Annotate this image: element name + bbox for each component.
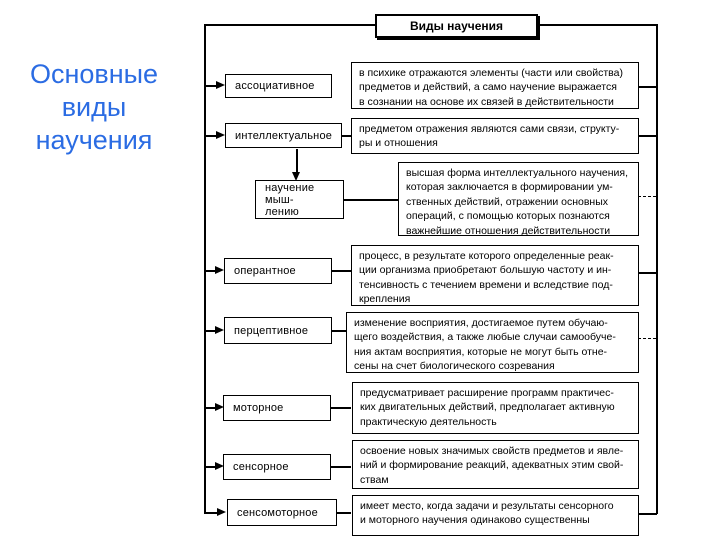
- node-desc-motor: предусматривает расширение программ прак…: [352, 382, 639, 434]
- rail-connector-associative: [638, 86, 656, 88]
- arrowhead-associative-icon: [216, 81, 225, 89]
- node-desc-perceptual: изменение восприятия, достигаемое путем …: [346, 312, 639, 373]
- node-label-sensory-text: сенсорное: [233, 461, 289, 473]
- spine-top-line: [204, 24, 375, 26]
- rail-bottom-elbow-line: [639, 513, 657, 515]
- rail-top-line: [537, 24, 657, 26]
- node-desc-thinking: высшая форма интеллектуального научения,…: [398, 162, 639, 237]
- arrowhead-sensory-icon: [215, 462, 224, 470]
- arrow-line-operant: [204, 270, 216, 272]
- node-label-sensorimotor-text: сенсомоторное: [237, 506, 318, 519]
- node-label-motor-text: моторное: [233, 402, 284, 414]
- node-label-associative-text: ассоциативное: [235, 80, 315, 92]
- node-label-thinking: научение мыш- лению: [255, 180, 344, 219]
- connector-sensory: [331, 466, 351, 468]
- right-rail-line: [656, 24, 658, 514]
- node-label-intellectual-text: интеллектуальное: [235, 129, 333, 142]
- rail-connector-intellectual: [638, 135, 656, 137]
- node-desc-sensorimotor: имеет место, когда задачи и результаты с…: [352, 495, 639, 536]
- node-label-operant: оперантное: [224, 258, 332, 284]
- connector-sensorimotor: [337, 512, 351, 514]
- page-title: Основные виды научения: [29, 59, 159, 155]
- node-label-thinking-text: научение мыш- лению: [265, 181, 315, 218]
- arrowhead-intellectual-icon: [216, 131, 225, 139]
- root-node-label: Виды научения: [409, 19, 504, 33]
- connector-intellectual: [342, 135, 351, 137]
- arrow-line-sensory: [204, 466, 216, 468]
- node-label-operant-text: оперантное: [234, 265, 296, 277]
- left-spine-line: [204, 24, 206, 514]
- arrowhead-sensorimotor-icon: [217, 508, 226, 516]
- connector-operant: [332, 270, 351, 272]
- arrowhead-motor-icon: [215, 403, 224, 411]
- arrow-line-sensorimotor: [204, 512, 218, 514]
- connector-motor: [331, 407, 351, 409]
- arrow-line-motor: [204, 407, 216, 409]
- arrowhead-operant-icon: [215, 266, 224, 274]
- rail-connector-perceptual: [638, 338, 656, 339]
- arrow-line-thinking: [296, 149, 298, 174]
- root-node-box: Виды научения: [375, 14, 538, 38]
- node-label-sensory: сенсорное: [223, 454, 331, 480]
- node-desc-operant: процесс, в результате которого определен…: [351, 245, 639, 306]
- arrow-line-perceptual: [204, 330, 216, 332]
- arrow-line-associative: [204, 85, 217, 87]
- node-label-intellectual: интеллектуальное: [225, 123, 342, 148]
- node-label-perceptual-text: перцептивное: [234, 324, 309, 337]
- arrow-line-intellectual: [204, 135, 217, 137]
- node-label-sensorimotor: сенсомоторное: [227, 499, 337, 526]
- rail-connector-operant: [638, 272, 656, 274]
- node-label-associative: ассоциативное: [225, 74, 332, 98]
- arrowhead-perceptual-icon: [215, 326, 224, 334]
- node-desc-sensory: освоение новых значимых свойств предмето…: [352, 440, 639, 489]
- node-label-motor: моторное: [223, 395, 331, 421]
- connector-perceptual: [332, 330, 351, 332]
- node-desc-associative: в психике отражаются элементы (части или…: [351, 62, 639, 109]
- arrowhead-thinking-icon: [292, 172, 300, 181]
- node-label-perceptual: перцептивное: [224, 317, 332, 344]
- node-desc-intellectual: предметом отражения являются сами связи,…: [351, 118, 639, 154]
- rail-connector-thinking: [638, 196, 656, 197]
- connector-thinking: [343, 199, 398, 201]
